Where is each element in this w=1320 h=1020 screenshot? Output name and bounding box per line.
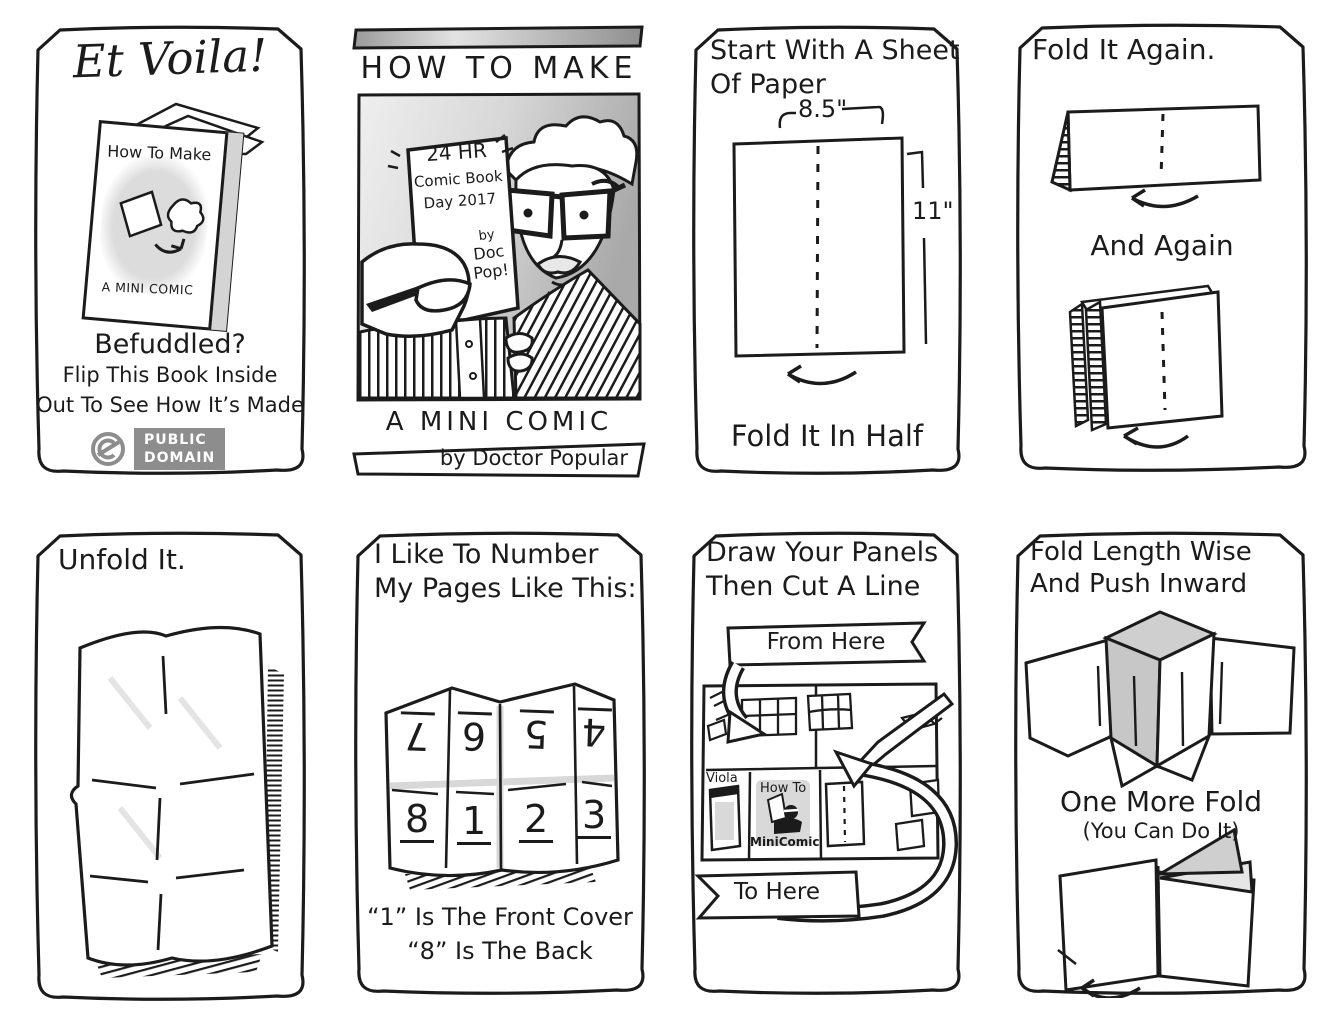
minicomic-label: MiniComic <box>750 835 820 849</box>
one-more-fold-drawing <box>1057 828 1256 998</box>
crease-lines <box>89 655 255 951</box>
public-domain-badge: PUBLIC DOMAIN <box>88 428 226 471</box>
panel-title-2: My Pages Like This: <box>374 573 637 604</box>
public-domain-icon <box>91 432 125 467</box>
height-bracket <box>906 150 928 345</box>
from-here-label: From Here <box>766 629 886 655</box>
page-number-top-1: 7 <box>399 711 435 758</box>
panel-unfold: Unfold It. <box>30 528 310 1004</box>
public-domain-label: PUBLIC DOMAIN <box>134 428 226 471</box>
fold-arrow <box>1080 978 1141 998</box>
corner-doodles <box>706 689 736 742</box>
panel-title-1: Draw Your Panels <box>706 537 939 568</box>
byline-banner <box>352 442 646 478</box>
panel-title-2: Then Cut A Line <box>706 571 921 602</box>
width-bracket <box>778 105 885 129</box>
caption-befuddled: Befuddled? <box>94 329 246 360</box>
cover-illustration <box>356 92 642 402</box>
viola-label: Viola <box>706 771 738 786</box>
page-number-bottom-3: 2 <box>519 799 554 843</box>
panel-et-voila: Et Voila! How To Make A MINI COMIC Befud… <box>30 22 310 478</box>
tiny-figure <box>774 818 802 834</box>
fold-arrow <box>787 364 857 386</box>
panel-fold-lengthwise: Fold Length Wise And Push Inward One Mor… <box>1010 528 1312 998</box>
caption-flip-2: Out To See How It’s Made <box>36 393 304 417</box>
panel-caption-1: “1” Is The Front Cover <box>367 903 633 931</box>
panel-cover: HOW TO MAKE <box>348 20 650 480</box>
one-more-fold-text: One More Fold <box>1059 785 1262 818</box>
page-number-bottom-1: 8 <box>400 799 435 843</box>
fold-line <box>815 145 820 349</box>
cover-top-bar <box>352 25 644 50</box>
held-book-byline: by Doc Pop! <box>472 227 510 283</box>
panel-title-1: I Like To Number <box>374 539 599 570</box>
paper-sheet <box>732 136 906 358</box>
fold-diagrams <box>1050 104 1262 449</box>
cover-title: HOW TO MAKE <box>360 51 638 86</box>
panel-caption-2: “8” Is The Back <box>407 937 593 965</box>
fold-arrow-1 <box>1131 188 1199 209</box>
window-panel-2 <box>806 692 854 732</box>
panel-fold-again: Fold It Again. And Again <box>1012 20 1312 475</box>
window-panel-1 <box>740 696 798 738</box>
panel-title-1: Fold Length Wise <box>1030 537 1252 567</box>
unfolded-sheet-drawing <box>69 625 284 978</box>
held-book-text: 24 HR Comic Book Day 2017 <box>413 137 504 213</box>
mustache <box>536 255 583 275</box>
page-number-bottom-4: 3 <box>577 795 612 839</box>
book-cover-subtitle: A MINI COMIC <box>101 279 194 298</box>
howto-label: How To <box>760 781 807 796</box>
mini-comic-book-drawing: How To Make A MINI COMIC <box>81 120 245 332</box>
panel-number-pages: 7 6 5 4 8 1 2 3 I Like To Number My Page… <box>350 528 650 998</box>
panel-title-2: And Push Inward <box>1030 569 1248 599</box>
striped-sleeve <box>512 268 642 400</box>
cut-arrow-down <box>726 709 768 744</box>
page-number-bottom-2: 1 <box>457 801 492 845</box>
width-label: 8.5" <box>798 95 848 123</box>
panel-start-sheet: Start With A Sheet Of Paper 8.5" 11" Fol… <box>688 22 966 478</box>
panel-title: Fold It Again. <box>1032 33 1216 66</box>
cut-line-diagram <box>694 621 959 923</box>
panel-caption: Fold It In Half <box>730 419 924 453</box>
and-again-text: And Again <box>1090 229 1234 262</box>
page-number-top-4: 4 <box>576 707 612 754</box>
cover-doodle-icon <box>119 190 205 254</box>
to-here-banner <box>694 870 861 920</box>
from-here-banner <box>726 621 927 667</box>
panel-title-2: Of Paper <box>710 69 826 100</box>
panel-title: Unfold It. <box>58 543 186 576</box>
caption-flip-1: Flip This Book Inside <box>62 363 278 387</box>
fold-lines <box>444 685 579 871</box>
page-number-top-3: 5 <box>518 709 554 756</box>
thumb <box>414 278 472 313</box>
you-can-do-it-text: (You Can Do It) <box>1082 819 1240 843</box>
fold-arrow-2 <box>1123 426 1190 449</box>
numbered-sheet-drawing <box>384 682 620 890</box>
sheet-diagram <box>732 105 928 386</box>
page-number-top-2: 6 <box>456 711 492 758</box>
cover-subtitle: A MINI COMIC <box>385 407 613 437</box>
panel-title-1: Start With A Sheet <box>710 35 960 66</box>
push-inward-drawing <box>1024 610 1296 789</box>
panel-draw-panels: Draw Your Panels Then Cut A Line From He… <box>686 528 966 998</box>
cut-arrow-loop <box>832 749 875 789</box>
panel-title: Et Voila! <box>71 28 269 89</box>
height-label: 11" <box>912 197 954 225</box>
to-here-label: To Here <box>733 879 821 905</box>
byline-text: by Doctor Popular <box>439 446 629 470</box>
